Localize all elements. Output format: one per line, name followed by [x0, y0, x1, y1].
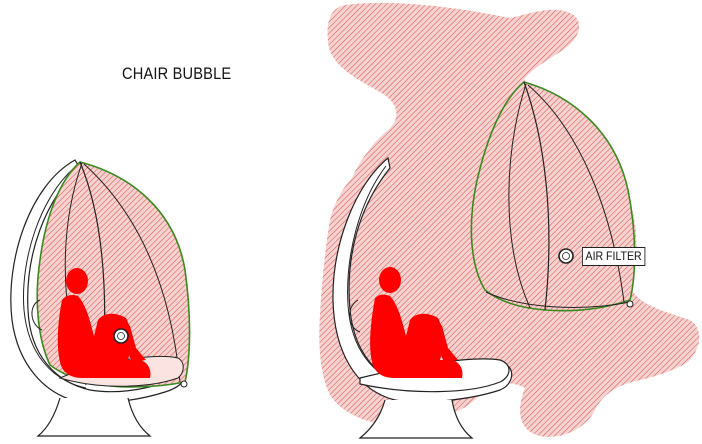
right-chair-group	[319, 3, 699, 438]
left-chair-base	[38, 398, 150, 436]
left-chair-group	[11, 160, 190, 436]
diagram-title: CHAIR BUBBLE	[122, 64, 231, 84]
air-filter-callout: AIR FILTER	[582, 247, 645, 266]
